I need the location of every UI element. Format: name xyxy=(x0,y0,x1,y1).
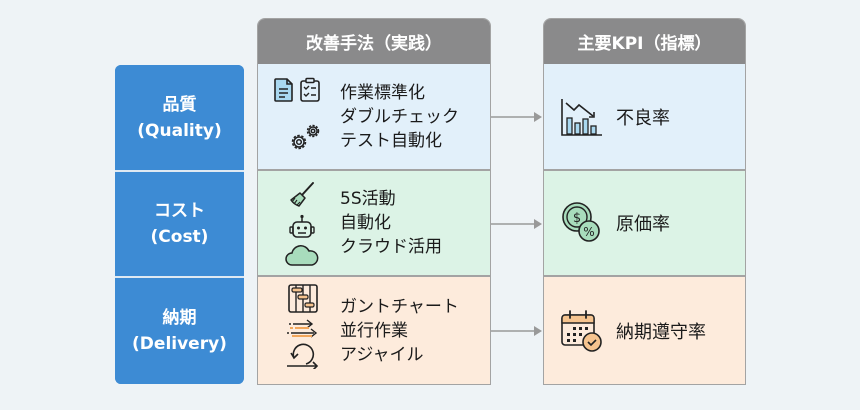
agile-loop-icon xyxy=(287,343,319,369)
category-label-ja: 納期 xyxy=(162,308,197,328)
category-label-en: (Quality) xyxy=(137,120,222,141)
calendar-check-icon xyxy=(561,310,602,352)
kpi-header: 主要KPI（指標） xyxy=(544,19,745,64)
connector-arrow-delivery xyxy=(491,326,542,336)
category-column: 品質 (Quality) コスト (Cost) 納期 (Delivery) xyxy=(115,65,244,384)
category-label-ja: コスト xyxy=(154,201,205,221)
methods-column: 改善手法（実践） xyxy=(257,18,491,385)
methods-list: 5S活動 自動化 クラウド活用 xyxy=(340,171,442,275)
kpi-row-delivery: 納期遵守率 xyxy=(544,277,745,384)
category-label-ja: 品質 xyxy=(162,94,197,115)
parallel-arrows-icon xyxy=(287,319,318,338)
methods-header: 改善手法（実践） xyxy=(258,19,490,64)
method-item: ダブルチェック xyxy=(340,106,459,127)
methods-row-delivery: ガントチャート 並行作業 アジャイル xyxy=(258,277,490,384)
gantt-chart-icon xyxy=(288,284,318,313)
category-divider xyxy=(115,170,244,172)
method-item: 並行作業 xyxy=(340,321,408,341)
methods-list: 作業標準化 ダブルチェック テスト自動化 xyxy=(340,64,459,169)
document-icon xyxy=(274,78,293,102)
method-item: 5S活動 xyxy=(340,189,396,209)
methods-row-cost: 5S活動 自動化 クラウド活用 xyxy=(258,171,490,277)
methods-row-quality: 作業標準化 ダブルチェック テスト自動化 xyxy=(258,64,490,171)
category-quality: 品質 (Quality) xyxy=(115,65,244,170)
svg-text:%: % xyxy=(583,225,594,239)
svg-text:$: $ xyxy=(573,211,581,226)
method-item: テスト自動化 xyxy=(340,130,442,151)
gears-icon xyxy=(291,124,320,150)
method-item: 作業標準化 xyxy=(340,82,425,103)
robot-icon xyxy=(289,214,315,238)
cloud-icon xyxy=(285,245,319,266)
category-label-en: (Delivery) xyxy=(132,334,227,354)
method-item: アジャイル xyxy=(340,345,424,365)
category-label-en: (Cost) xyxy=(150,227,209,247)
method-item: クラウド活用 xyxy=(340,237,442,257)
kpi-label: 納期遵守率 xyxy=(616,322,706,343)
kpi-label: 不良率 xyxy=(616,107,670,129)
category-delivery: 納期 (Delivery) xyxy=(115,278,244,384)
connector-arrow-cost xyxy=(491,219,542,229)
kpi-row-cost: $ % 原価率 xyxy=(544,171,745,277)
category-cost: コスト (Cost) xyxy=(115,172,244,276)
broom-icon xyxy=(290,182,314,207)
category-divider xyxy=(115,276,244,278)
method-item: ガントチャート xyxy=(340,297,459,317)
coin-percent-icon: $ % xyxy=(562,202,600,242)
connector-arrow-quality xyxy=(491,112,542,122)
methods-list: ガントチャート 並行作業 アジャイル xyxy=(340,277,459,384)
declining-bar-chart-icon xyxy=(561,98,602,136)
kpi-column: 主要KPI（指標） 不良率 $ % 原価率 xyxy=(543,18,746,385)
kpi-row-quality: 不良率 xyxy=(544,64,745,171)
checklist-icon xyxy=(300,77,320,102)
method-item: 自動化 xyxy=(340,213,391,233)
kpi-label: 原価率 xyxy=(616,214,670,235)
